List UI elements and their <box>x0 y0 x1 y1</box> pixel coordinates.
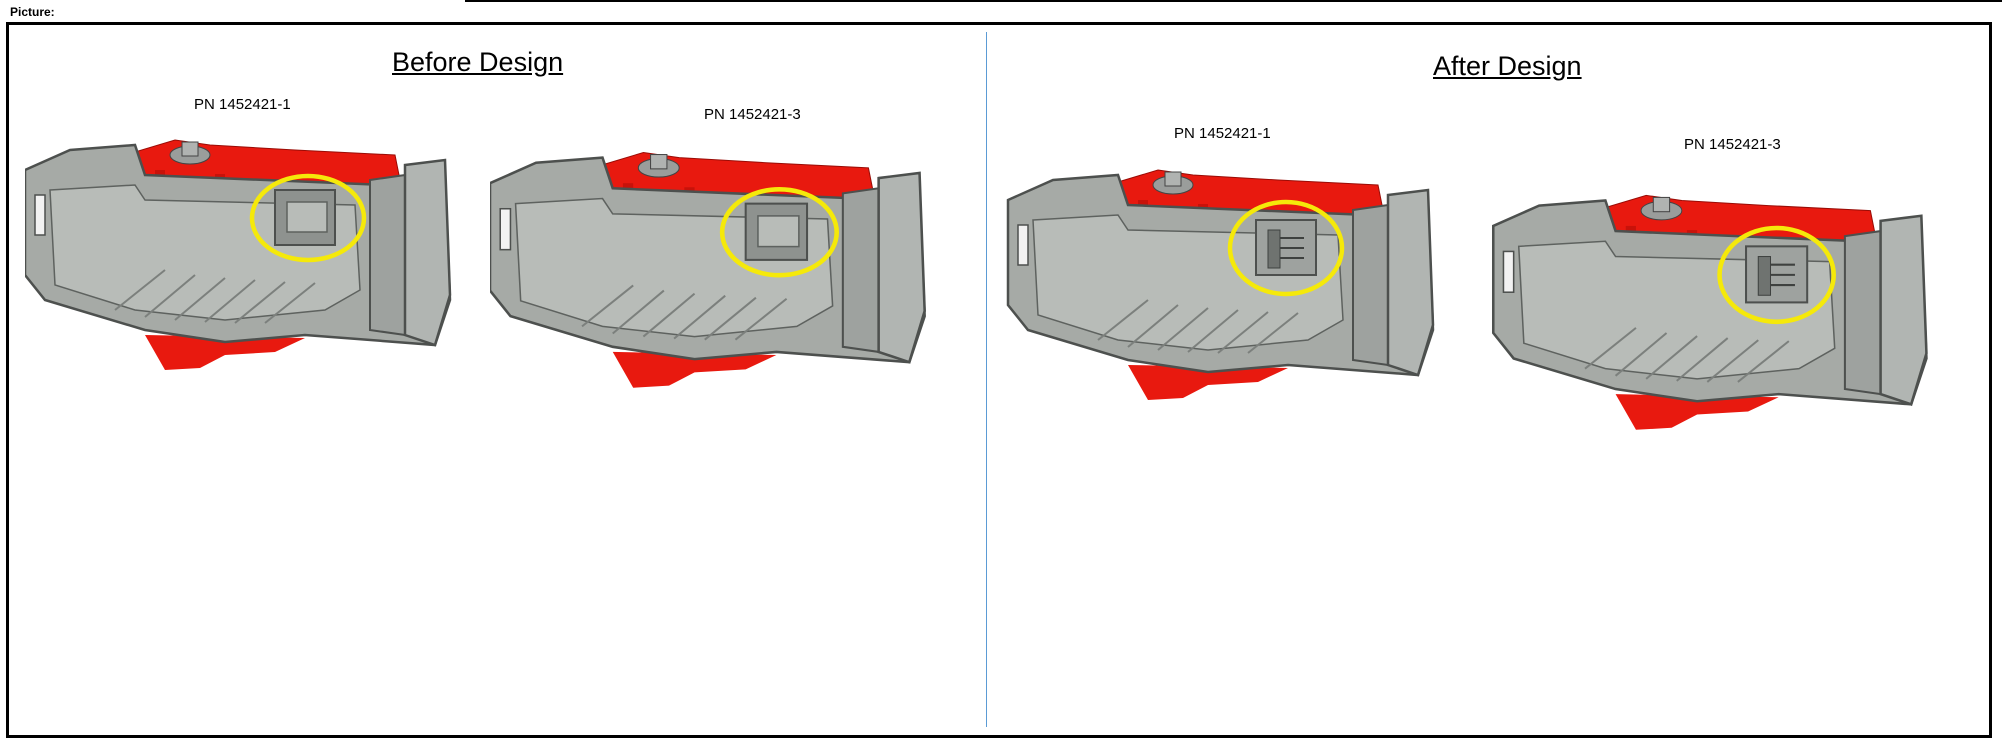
after-part1-pn-label: PN 1452421-1 <box>1174 125 1271 142</box>
before-part2-pn-label: PN 1452421-3 <box>704 106 801 123</box>
after-part1-housing-image <box>1003 150 1453 410</box>
picture-label: Picture: <box>10 5 55 19</box>
after-design-title: After Design <box>1433 51 1582 81</box>
before-design-title: Before Design <box>392 47 564 77</box>
picture-frame <box>6 22 1992 738</box>
before-part1-pn-label: PN 1452421-1 <box>194 96 291 113</box>
before-part1-housing-image <box>25 120 465 380</box>
after-part2-pn-label: PN 1452421-3 <box>1684 136 1781 153</box>
top-rule <box>465 0 2002 2</box>
after-part2-housing-image <box>1490 175 1945 440</box>
section-divider <box>986 32 987 727</box>
before-part2-housing-image <box>490 130 940 400</box>
